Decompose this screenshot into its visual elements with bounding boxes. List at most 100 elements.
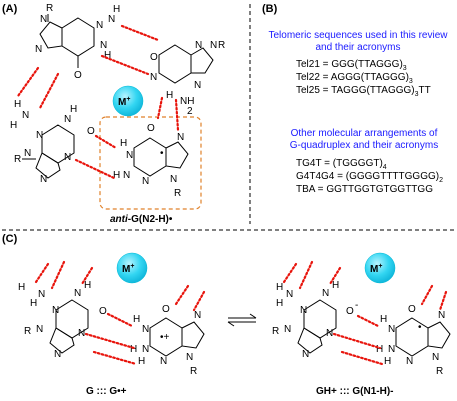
svg-text:N: N — [142, 324, 149, 335]
svg-text:NH: NH — [180, 96, 194, 107]
other-row-g4t4g4: G4T4G4 = (GGGGTTTTGGGG)2 — [296, 171, 443, 184]
svg-text:H: H — [384, 356, 391, 367]
anti-guanine-caption: anti-G(N2-H)• — [110, 214, 173, 225]
metal-ion-a-label: M+ — [118, 96, 130, 108]
svg-text:N: N — [74, 288, 81, 299]
svg-text:H: H — [120, 138, 127, 149]
svg-text:H: H — [138, 356, 145, 367]
svg-text:•: • — [418, 322, 422, 333]
svg-text:N: N — [300, 305, 307, 316]
svg-text:H: H — [30, 298, 37, 309]
svg-text:N: N — [123, 170, 130, 181]
panel-a-label: (A) — [2, 3, 18, 15]
svg-text:O: O — [99, 306, 107, 317]
metal-ion-a — [112, 85, 144, 117]
svg-text:H: H — [376, 344, 383, 355]
panel-c-label: (C) — [2, 233, 18, 245]
svg-text:•+: •+ — [160, 332, 170, 343]
telomeric-row-tel25: Tel25 = TAGGG(TTAGGG)3TT — [296, 85, 431, 98]
svg-text:N: N — [160, 356, 167, 367]
svg-text:R: R — [24, 326, 31, 337]
svg-text:N: N — [142, 344, 149, 355]
svg-text:N: N — [194, 310, 201, 321]
svg-text:O: O — [408, 304, 416, 315]
svg-text:N: N — [388, 344, 395, 355]
telomeric-row-tel21: Tel21 = GGG(TTAGGG)3 — [296, 59, 407, 72]
svg-text:N: N — [406, 356, 413, 367]
telomeric-title-line2: and their acronyms — [315, 42, 400, 53]
svg-text:O: O — [74, 70, 82, 81]
svg-text:H: H — [276, 298, 283, 309]
svg-text:N: N — [194, 80, 201, 91]
svg-text:N: N — [35, 44, 42, 55]
metal-ion-c-left-label: M+ — [122, 263, 134, 275]
svg-text:N: N — [388, 324, 395, 335]
svg-text:N: N — [438, 310, 445, 321]
svg-text:O: O — [150, 52, 158, 63]
svg-text:N: N — [186, 352, 193, 363]
svg-text:H: H — [380, 314, 387, 325]
svg-text:R: R — [190, 366, 197, 377]
svg-text:O: O — [87, 126, 95, 137]
svg-text:N: N — [24, 148, 31, 159]
svg-text:N: N — [36, 324, 43, 335]
metal-ion-c-right — [364, 252, 396, 284]
svg-text:N: N — [195, 40, 202, 51]
guanine-radical-boxed: O H N H N N N N R • — [113, 123, 189, 199]
svg-text:N: N — [326, 328, 333, 339]
svg-text:N: N — [64, 114, 71, 125]
svg-text:H: H — [113, 170, 120, 181]
svg-text:H: H — [10, 120, 17, 131]
metal-ion-c-left — [116, 252, 148, 284]
svg-text:H: H — [14, 99, 21, 110]
svg-text:H: H — [133, 314, 140, 325]
metal-ion-c-right-label: M+ — [370, 263, 382, 275]
svg-text:N: N — [210, 40, 217, 51]
equilibrium-arrows — [227, 313, 257, 327]
svg-text:H: H — [130, 344, 137, 355]
svg-text:N: N — [22, 110, 29, 121]
svg-text:H: H — [70, 104, 77, 115]
svg-text:H: H — [332, 280, 339, 291]
anti-guanine-box — [99, 116, 202, 210]
guanine-top-right: N N R N N H NH 2 O — [150, 40, 225, 117]
svg-text:N: N — [40, 174, 47, 185]
left-pair-caption: G ::: G•+ — [86, 386, 127, 397]
other-title-line2: G-quadruplex and their acronyms — [290, 140, 438, 151]
svg-text:H: H — [84, 280, 91, 291]
svg-text:N: N — [38, 289, 45, 300]
svg-text:R: R — [218, 40, 225, 51]
svg-text:N: N — [96, 20, 103, 31]
other-row-tg4t: TG4T = (TGGGGT)4 — [296, 158, 387, 171]
svg-text:N: N — [126, 150, 133, 161]
panel-b-label: (B) — [262, 3, 278, 15]
svg-text:N: N — [52, 305, 59, 316]
svg-text:N: N — [142, 176, 149, 187]
svg-text:H: H — [276, 282, 283, 293]
svg-text:N: N — [100, 40, 107, 51]
svg-text:R: R — [272, 326, 279, 337]
svg-text:N: N — [40, 14, 47, 25]
svg-text:2: 2 — [187, 106, 193, 117]
svg-text:N: N — [108, 14, 115, 25]
svg-text:•: • — [160, 148, 164, 159]
left-guanine-pair: H N H N N H O N N R N O H N H N H N N N … — [18, 260, 206, 377]
telomeric-title-line1: Telomeric sequences used in this review — [269, 30, 449, 41]
other-row-tba: TBA = GGTTGGTGTGGTTGG — [296, 184, 433, 195]
svg-text:N: N — [432, 352, 439, 363]
svg-text:N: N — [54, 349, 61, 360]
right-pair-caption: GH+ ::: G(N1-H)- — [316, 386, 394, 397]
svg-text:N: N — [284, 324, 291, 335]
svg-text:N: N — [150, 72, 157, 83]
g-quartet-structure: O N N H H N N N R N N R N N H NH 2 O — [10, 3, 225, 210]
svg-text:H: H — [113, 4, 120, 15]
svg-text:O: O — [162, 304, 170, 315]
svg-text:O: O — [147, 123, 155, 134]
svg-text:R: R — [46, 3, 53, 14]
other-title-line1: Other molecular arrangements of — [291, 128, 438, 139]
guanine-left: H N H N N H O N N R N — [10, 99, 95, 185]
svg-text:N: N — [78, 328, 85, 339]
svg-text:H: H — [104, 50, 111, 61]
right-guanine-pair: H N H N N H O - N N R N O H N H N H N N … — [272, 260, 451, 377]
